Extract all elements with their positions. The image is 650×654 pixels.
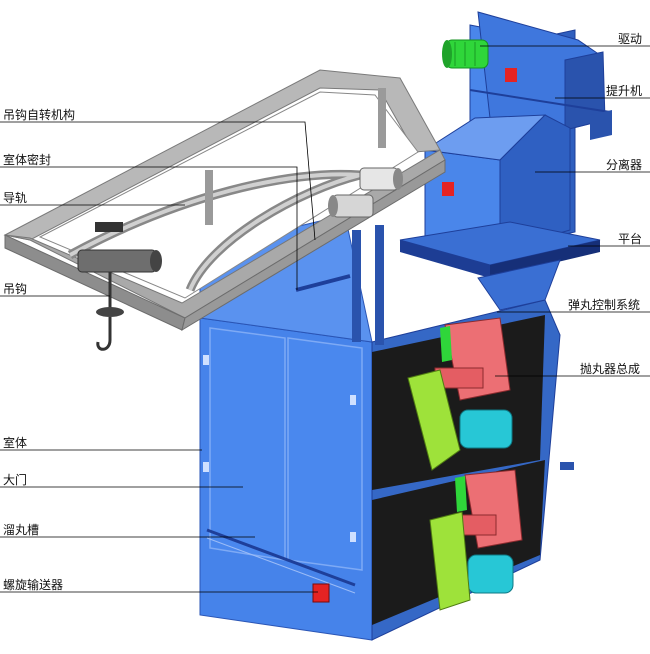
label-shot-control-system: 弹丸控制系统 bbox=[568, 298, 641, 312]
door-right-panel bbox=[287, 337, 363, 571]
support-post bbox=[352, 230, 361, 342]
screw-conveyor-box bbox=[312, 583, 330, 603]
shot-chute-edge bbox=[206, 537, 356, 594]
separator-window bbox=[442, 182, 454, 196]
platform-front bbox=[400, 240, 490, 278]
door-hinge bbox=[203, 462, 209, 472]
leader-lines bbox=[0, 45, 650, 593]
blast-wheel-upper bbox=[407, 317, 513, 471]
blast-wheel-lower bbox=[429, 469, 523, 611]
label-drive: 驱动 bbox=[618, 32, 643, 46]
door-left-panel bbox=[209, 327, 286, 561]
door-hinge bbox=[203, 355, 209, 365]
drive-motor bbox=[442, 39, 489, 69]
support-post bbox=[375, 225, 384, 345]
leader-hook-rotation bbox=[0, 121, 316, 241]
label-chamber-seal: 室体密封 bbox=[3, 153, 52, 167]
label-platform: 平台 bbox=[618, 232, 643, 246]
shot-chute bbox=[206, 528, 356, 587]
elevator-access-door bbox=[505, 68, 517, 82]
shot-hopper bbox=[477, 259, 561, 311]
label-shot-chute: 溜丸槽 bbox=[3, 523, 40, 537]
hook-rotation-mechanism bbox=[328, 167, 403, 218]
label-guide-rail: 导轨 bbox=[3, 191, 28, 205]
door-hinge bbox=[350, 395, 356, 405]
hook bbox=[96, 272, 124, 351]
rail-frame-front bbox=[4, 149, 446, 319]
label-hook-rotation-mechanism: 吊钩自转机构 bbox=[3, 108, 76, 122]
label-screw-conveyor: 螺旋输送器 bbox=[3, 578, 64, 592]
label-separator: 分离器 bbox=[606, 158, 643, 172]
chamber-seal bbox=[295, 274, 351, 292]
leader-chamber-seal bbox=[0, 166, 298, 290]
platform-side bbox=[490, 240, 600, 278]
door-hinge bbox=[350, 532, 356, 542]
hook-trolley bbox=[77, 222, 162, 273]
label-hook: 吊钩 bbox=[3, 282, 28, 296]
side-bracket bbox=[560, 462, 574, 470]
label-elevator: 提升机 bbox=[606, 84, 643, 98]
elevator-side-pipe bbox=[590, 110, 612, 140]
label-chamber: 室体 bbox=[3, 436, 28, 450]
label-blast-wheel-assembly: 抛丸器总成 bbox=[580, 362, 641, 376]
rail-frame-bottom-face bbox=[181, 159, 446, 332]
frame-post bbox=[378, 88, 386, 148]
guide-rail-curve-inner bbox=[69, 172, 361, 291]
elevator-rail bbox=[469, 89, 611, 113]
frame-post bbox=[205, 170, 213, 225]
label-door: 大门 bbox=[3, 473, 28, 487]
